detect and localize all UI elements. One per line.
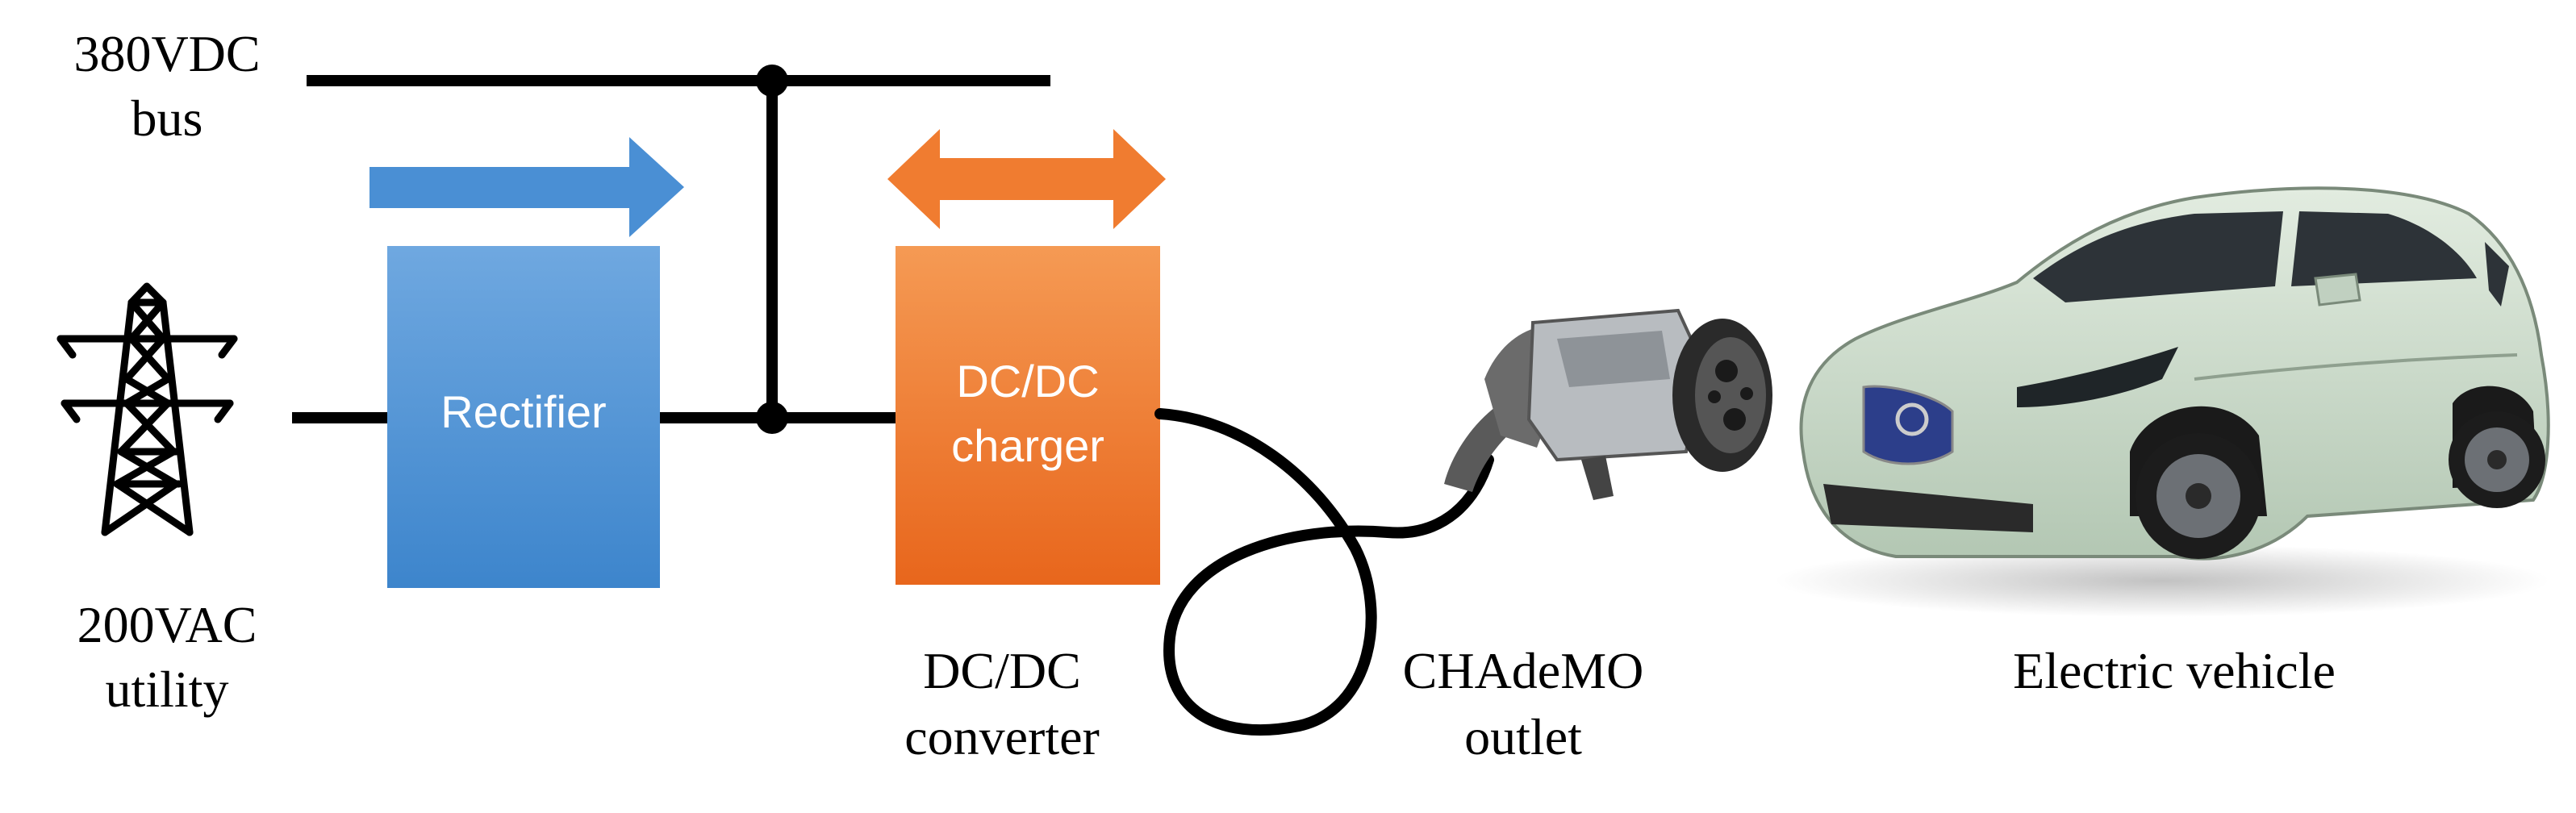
feed-junction-dot	[756, 402, 788, 434]
vehicle-caption: Electric vehicle	[2013, 642, 2336, 699]
converter-caption-line1: DC/DC	[923, 642, 1081, 699]
converter-caption-line2: converter	[904, 708, 1100, 765]
right-arrow-icon	[369, 137, 684, 237]
dc-dc-charger-block	[896, 246, 1160, 585]
charger-label-line1: DC/DC	[956, 356, 1099, 406]
outlet-caption-line2: outlet	[1464, 708, 1582, 765]
dc-bus-label-line1: 380VDC	[73, 25, 260, 82]
transmission-tower-icon	[56, 282, 238, 536]
ac-utility-label-line1: 200VAC	[77, 596, 257, 653]
chademo-plug-icon	[1444, 308, 1772, 500]
bus-junction-dot	[756, 65, 788, 97]
bidirectional-arrow-icon	[887, 129, 1166, 229]
ac-utility-label-line2: utility	[106, 661, 229, 718]
electric-car-icon	[1775, 186, 2550, 617]
rectifier-block	[387, 246, 660, 588]
charging-cable	[1154, 408, 1494, 736]
rectifier-label: Rectifier	[440, 386, 606, 437]
outlet-caption-line1: CHAdeMO	[1403, 642, 1644, 699]
charger-label-line2: charger	[951, 420, 1104, 471]
dc-bus-label-line2: bus	[132, 90, 203, 147]
